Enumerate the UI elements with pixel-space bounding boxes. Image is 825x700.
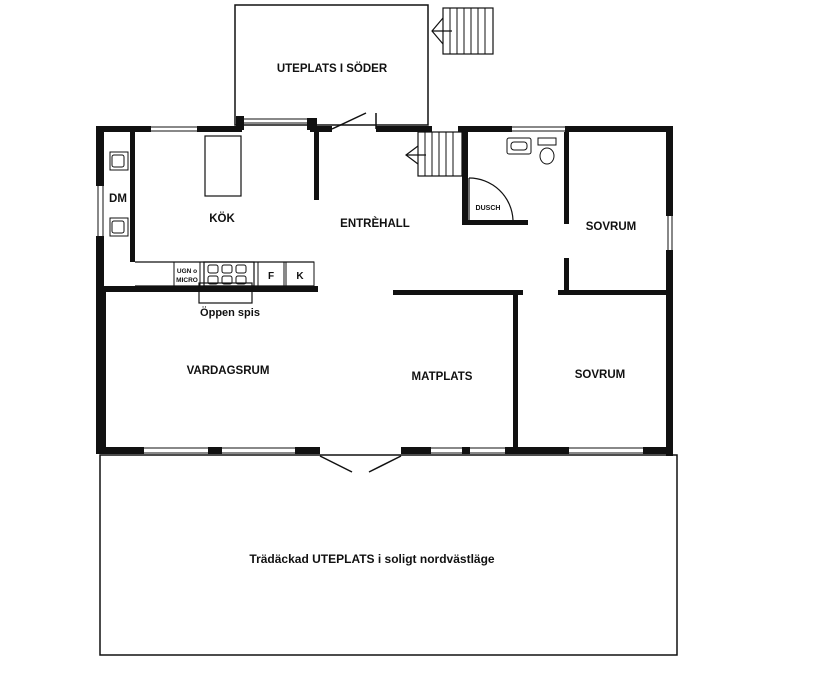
label-kitchen: KÖK: [209, 212, 235, 225]
stove-icon: [203, 261, 255, 287]
kitchen-counter: [135, 261, 315, 287]
deck-outline: [99, 454, 678, 656]
label-shower: DUSCH: [476, 205, 501, 212]
indoor-stairs: [405, 131, 463, 177]
south-patio-outline: [234, 4, 429, 126]
exterior-walls: [96, 116, 673, 456]
label-fireplace: Öppen spis: [200, 306, 260, 319]
shower-door: [468, 177, 514, 221]
label-entrance-hall: ENTRÈHALL: [340, 217, 410, 230]
label-fridge: F: [268, 271, 274, 282]
label-dining: MATPLATS: [412, 371, 473, 383]
kitchen-island: [204, 135, 242, 197]
label-oven-line2: MICRO: [176, 277, 198, 284]
dryer-icon: [109, 217, 129, 237]
entrance-door: [331, 112, 377, 130]
toilet-icon: [537, 137, 557, 165]
label-dm: DM: [109, 193, 127, 205]
label-patio-south: UTEPLATS I SÖDER: [277, 62, 388, 75]
label-living-room: VARDAGSRUM: [187, 365, 270, 377]
outdoor-stairs: [431, 7, 494, 55]
label-bedroom-1: SOVRUM: [586, 221, 636, 233]
fireplace-icon: [198, 282, 253, 304]
label-deck: Trädäckad UTEPLATS i soligt nordvästläge: [249, 552, 494, 566]
deck-door: [319, 455, 402, 473]
label-bedroom-2: SOVRUM: [575, 369, 625, 381]
label-freezer: K: [296, 271, 304, 282]
interior-walls: [106, 130, 670, 450]
label-oven-line1: UGN o: [177, 268, 197, 275]
washer-icon: [109, 151, 129, 171]
sink-icon: [506, 137, 532, 155]
